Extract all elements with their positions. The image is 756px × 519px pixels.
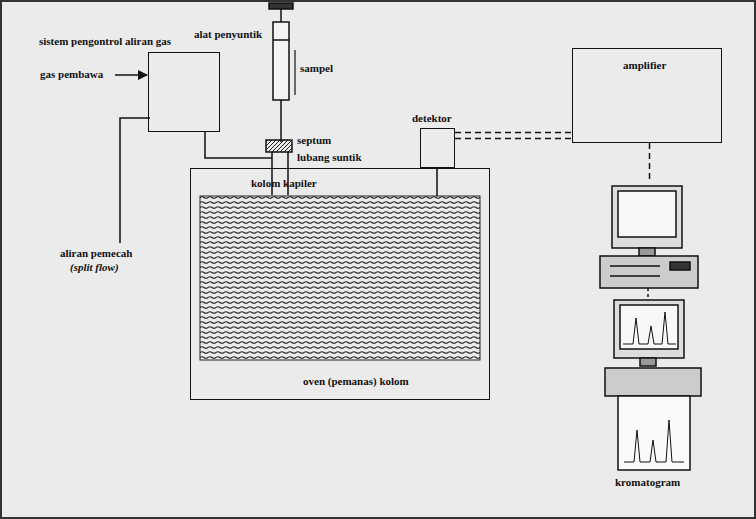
dashed-wire (455, 138, 572, 140)
component-box: sistem pengontrol aliran gas (148, 52, 220, 132)
component-box: kolom kapiler oven (pemanas) kolom (190, 168, 490, 400)
signal-connector (455, 133, 572, 139)
component-label: amplifier (623, 59, 666, 72)
dashed-wire (649, 143, 651, 182)
carrier-line (205, 132, 272, 158)
component-label: kolom kapiler (251, 177, 317, 190)
part-label: sampel (300, 62, 333, 75)
component-label: detektor (412, 112, 452, 125)
component-box: detektor (420, 128, 455, 168)
syringe (269, 3, 295, 142)
capillary-column (200, 196, 480, 360)
computer-illustration (600, 186, 701, 470)
part-label: gas pembawa (40, 68, 103, 81)
computer-node: kromatogram (595, 182, 710, 494)
component-label: oven (pemanas) kolom (303, 375, 409, 388)
part-label: (split flow) (70, 261, 119, 274)
part-label: lubang suntik (297, 151, 362, 164)
carrier-gas-arrow (115, 74, 147, 76)
part-label: septum (297, 134, 331, 147)
dashed-wire (455, 132, 572, 134)
part-label: aliran pemecah (60, 247, 132, 260)
split-flow-line (120, 118, 150, 243)
component-label: sistem pengontrol aliran gas (39, 35, 171, 48)
detector-inlet (436, 168, 438, 196)
part-label: alat penyuntik (194, 28, 262, 41)
component-label: kromatogram (615, 476, 680, 489)
component-box: amplifier (572, 48, 722, 143)
signal-connector (649, 143, 650, 182)
septum-symbol (266, 140, 292, 152)
